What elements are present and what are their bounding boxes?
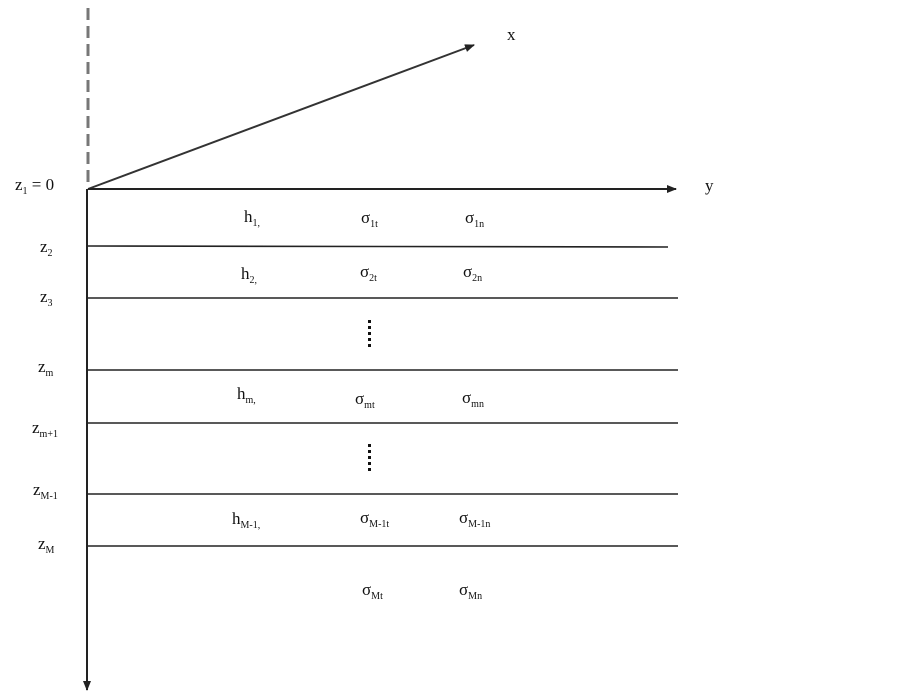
- layer-m-thickness: hm,: [237, 384, 256, 406]
- depth-label-z3: z3: [40, 287, 53, 309]
- layer-M-minus-1-sigma-t: σM-1t: [360, 508, 390, 530]
- layer-m-sigma-n: σmn: [462, 388, 484, 410]
- halfspace-sigma-t: σMt: [362, 580, 383, 602]
- layer-1-sigma-t: σ1t: [361, 208, 378, 230]
- depth-label-zm-plus-1: zm+1: [32, 418, 58, 440]
- layer-m-sigma-t: σmt: [355, 389, 375, 411]
- depth-label-zM: zM: [38, 534, 55, 556]
- vertical-ellipsis: [368, 320, 372, 350]
- y-axis-label: y: [705, 176, 714, 195]
- layer-M-minus-1-thickness: hM-1,: [232, 509, 261, 531]
- vertical-ellipsis: [368, 444, 372, 474]
- halfspace-sigma-n: σMn: [459, 580, 483, 602]
- layer-2-thickness: h2,: [241, 264, 257, 286]
- x-axis-label: x: [507, 25, 516, 44]
- layer-1-sigma-n: σ1n: [465, 208, 485, 230]
- x-axis: [87, 44, 475, 190]
- layer-M-minus-1-sigma-n: σM-1n: [459, 508, 491, 530]
- depth-label-zm: zm: [38, 357, 54, 379]
- depth-label-z2: z2: [40, 237, 53, 259]
- layer-2-sigma-t: σ2t: [360, 262, 377, 284]
- depth-label-z1: z1 = 0: [15, 175, 55, 197]
- layer-2-sigma-n: σ2n: [463, 262, 483, 284]
- layer-1-thickness: h1,: [244, 207, 260, 229]
- depth-label-zM-minus-1: zM-1: [33, 480, 58, 502]
- interface-z2: [87, 245, 669, 248]
